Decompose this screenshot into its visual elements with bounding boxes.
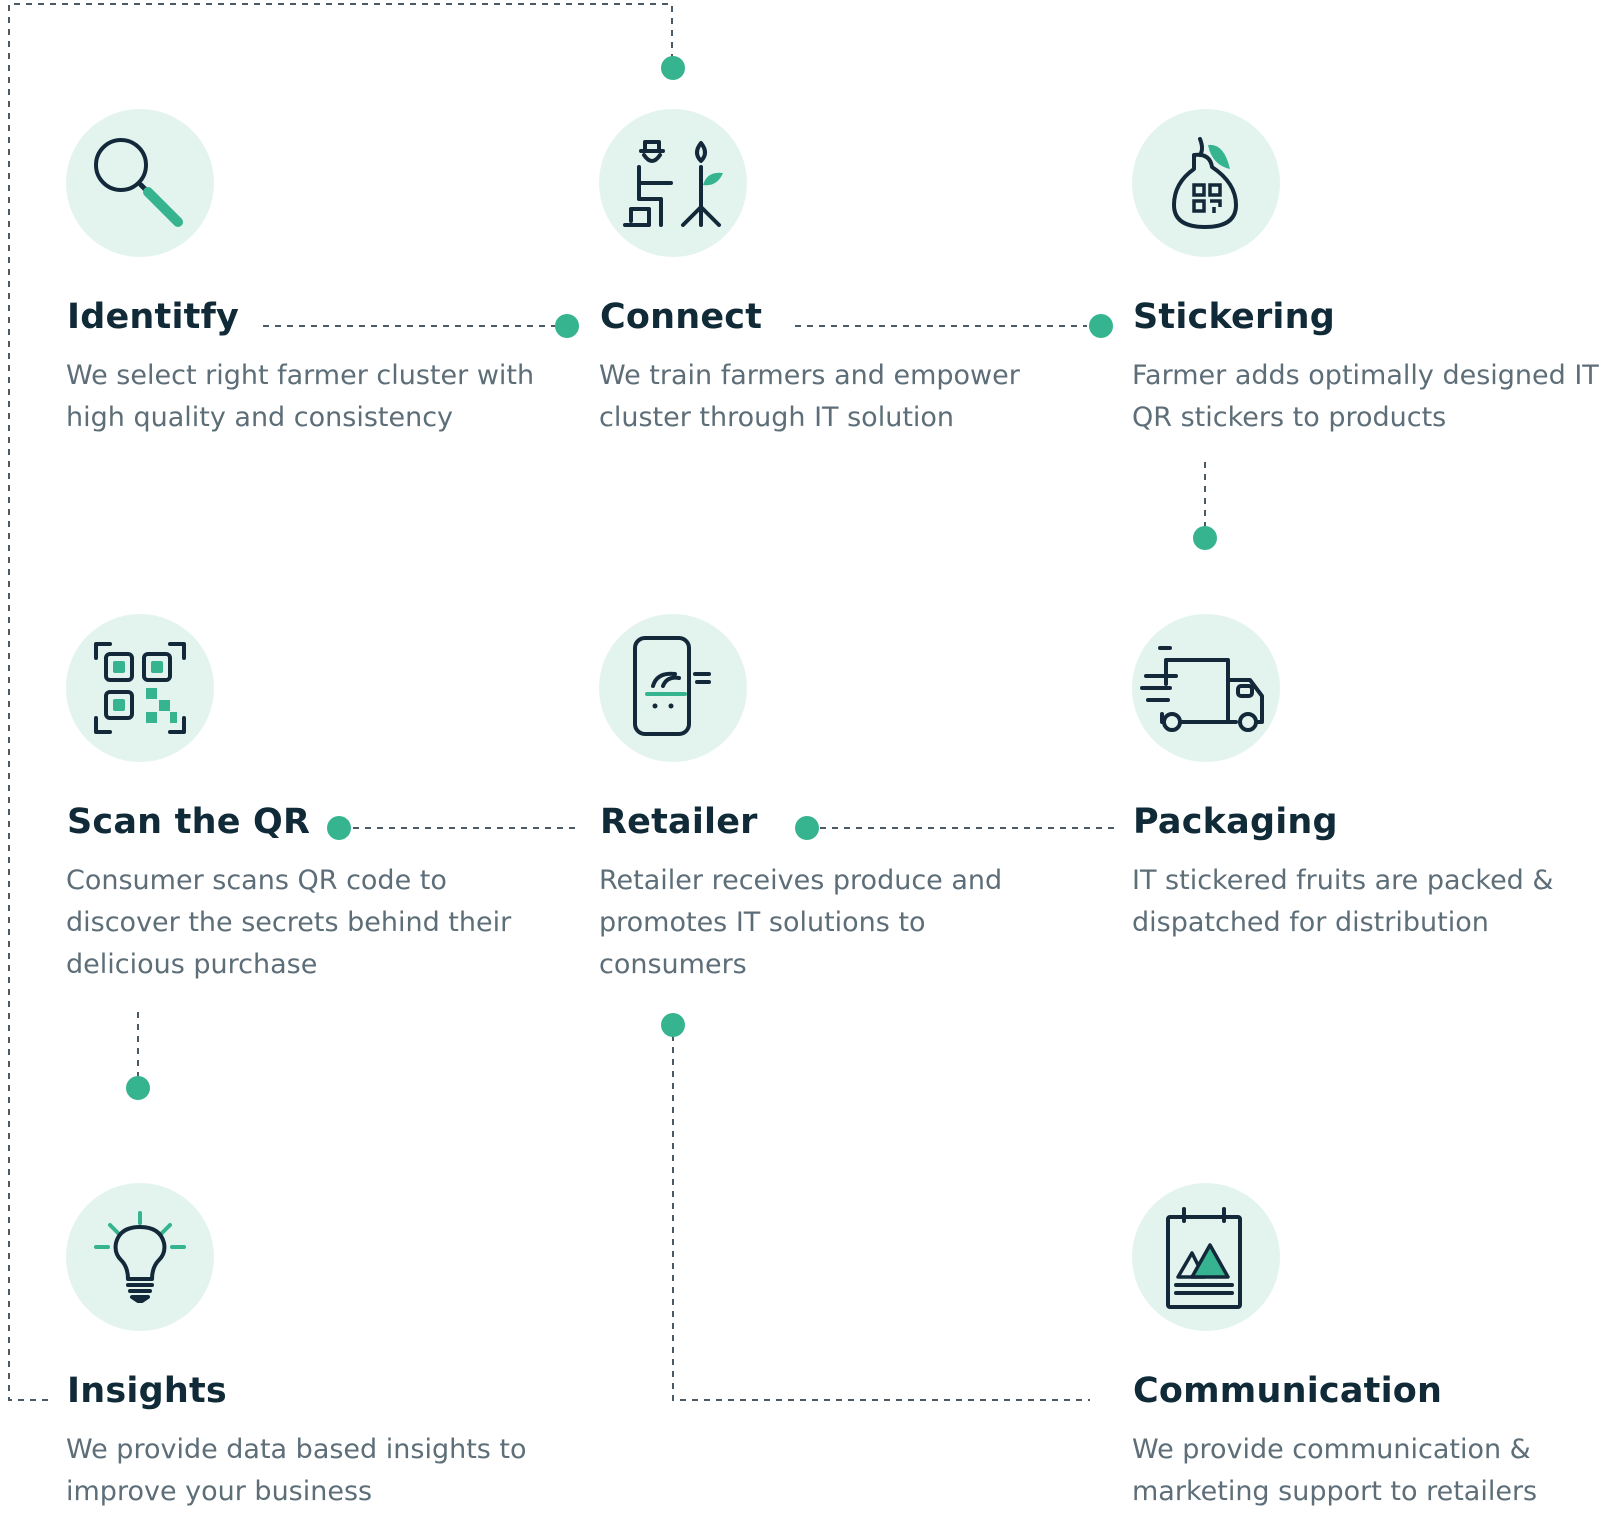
step-description: Retailer receives produce and promotes I… (599, 865, 1003, 980)
flow-node (1193, 526, 1217, 550)
step-title: Retailer (600, 802, 758, 842)
connector-retailer-to-communication (672, 1035, 1090, 1401)
flow-node (795, 816, 819, 840)
delivery-truck-icon (1132, 614, 1280, 762)
flow-node (661, 1013, 685, 1037)
step-title: Packaging (1133, 802, 1338, 842)
step-description: Farmer adds optimally designed IT QR sti… (1132, 360, 1599, 433)
search-icon (66, 109, 214, 257)
step-title: Communication (1133, 1371, 1443, 1411)
step-description: We train farmers and empower cluster thr… (599, 360, 1020, 433)
step-title: Scan the QR (67, 802, 311, 842)
step-description: We provide data based insights to improv… (66, 1434, 527, 1507)
connector-insights-to-connect (8, 3, 673, 1401)
step-description: We select right farmer cluster with high… (66, 360, 535, 433)
flow-node (661, 56, 685, 80)
step-title: Stickering (1133, 297, 1335, 337)
pear-qr-sticker-icon (1132, 109, 1280, 257)
poster-icon (1132, 1183, 1280, 1331)
flow-node (126, 1076, 150, 1100)
qr-scan-icon (66, 614, 214, 762)
step-description: Consumer scans QR code to discover the s… (66, 865, 512, 980)
lightbulb-icon (66, 1183, 214, 1331)
step-description: We provide communication & marketing sup… (1132, 1434, 1538, 1507)
step-title: Insights (67, 1371, 227, 1411)
flow-node (327, 816, 351, 840)
flow-node (555, 314, 579, 338)
step-description: IT stickered fruits are packed & dispatc… (1132, 865, 1554, 938)
mobile-cart-icon (599, 614, 747, 762)
step-title: Identitfy (67, 297, 240, 337)
step-title: Connect (600, 297, 763, 337)
farmer-training-icon (599, 109, 747, 257)
flow-node (1089, 314, 1113, 338)
